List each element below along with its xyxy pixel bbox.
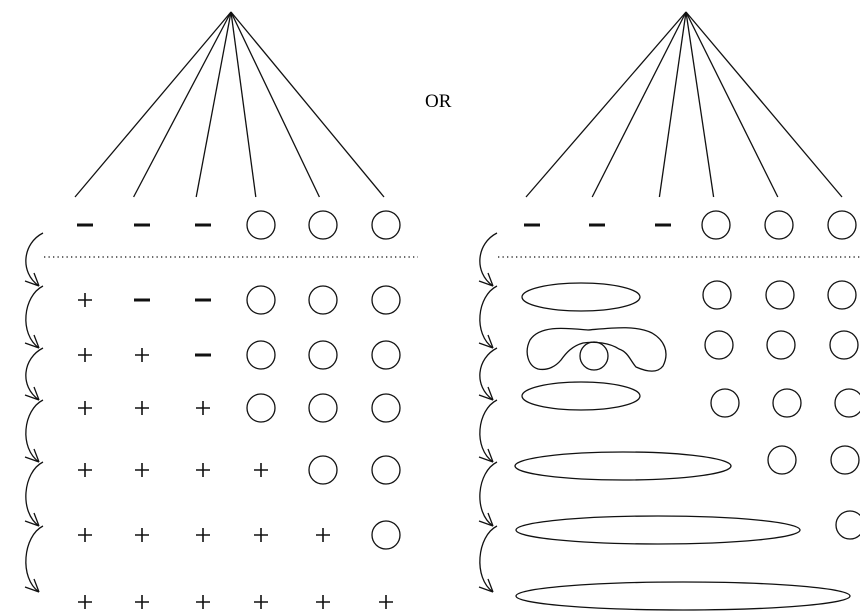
circle-node (834, 388, 860, 418)
plus-sign (316, 528, 330, 542)
curved-arrow (25, 232, 44, 287)
tree-edge (685, 11, 715, 198)
merged-ellipse (521, 282, 641, 312)
enclosed-circle (579, 341, 609, 371)
plus-sign (78, 348, 92, 362)
merged-ellipse (515, 581, 851, 611)
circle-node (766, 330, 796, 360)
tree-edge (685, 11, 779, 198)
plus-sign (196, 528, 210, 542)
circle-node (371, 393, 401, 423)
circle-node (704, 330, 734, 360)
circle-node (246, 393, 276, 423)
circle-node (827, 210, 857, 240)
curved-arrow (25, 525, 44, 593)
tree-edge (685, 11, 843, 198)
circle-node (835, 510, 860, 540)
arrow-head (24, 512, 40, 527)
merged-ellipse (514, 451, 732, 481)
arrow-head (478, 512, 494, 527)
tree-edge (74, 11, 232, 198)
circle-node (702, 280, 732, 310)
tree-edge (133, 11, 232, 198)
plus-sign (135, 528, 149, 542)
circle-node (246, 210, 276, 240)
plus-sign (78, 401, 92, 415)
circle-node (764, 210, 794, 240)
curved-arrow (479, 399, 498, 463)
circle-node (765, 280, 795, 310)
merged-ellipse (515, 515, 801, 545)
left-panel (24, 11, 418, 609)
tree-edge (230, 11, 385, 198)
plus-sign (78, 528, 92, 542)
arrow-head (24, 272, 40, 287)
plus-sign (196, 401, 210, 415)
circle-node (827, 280, 857, 310)
circle-node (829, 330, 859, 360)
or-label: OR (425, 91, 452, 112)
circle-node (371, 340, 401, 370)
circle-node (246, 285, 276, 315)
plus-sign (196, 463, 210, 477)
circle-node (308, 393, 338, 423)
plus-sign (78, 595, 92, 609)
plus-sign (379, 595, 393, 609)
arrow-head (24, 578, 40, 593)
curved-arrow (479, 461, 498, 527)
tree-edge (195, 11, 232, 198)
arrow-head (478, 386, 494, 401)
tree-edge (591, 11, 687, 198)
tree-edge (525, 11, 687, 198)
tree-edge (658, 11, 687, 198)
circle-node (308, 340, 338, 370)
merged-ellipse (521, 381, 641, 411)
arrow-head (24, 448, 40, 463)
curved-arrow (479, 285, 498, 349)
plus-sign (78, 293, 92, 307)
circle-node (246, 340, 276, 370)
irregular-cluster (526, 327, 667, 372)
circle-node (308, 455, 338, 485)
plus-sign (135, 463, 149, 477)
arrow-head (24, 334, 40, 349)
curved-arrow (25, 285, 44, 349)
curved-arrow (479, 525, 498, 593)
right-panel (478, 11, 860, 611)
circle-node (371, 455, 401, 485)
circle-node (710, 388, 740, 418)
plus-sign (196, 595, 210, 609)
plus-sign (135, 595, 149, 609)
circle-node (772, 388, 802, 418)
tree-edge (230, 11, 320, 198)
plus-sign (254, 463, 268, 477)
plus-sign (135, 401, 149, 415)
plus-sign (316, 595, 330, 609)
arrow-head (478, 272, 494, 287)
circle-node (308, 210, 338, 240)
arrow-head (478, 578, 494, 593)
plus-sign (78, 463, 92, 477)
circle-node (371, 285, 401, 315)
plus-sign (135, 348, 149, 362)
curved-arrow (479, 347, 498, 401)
circle-node (767, 445, 797, 475)
arrow-head (24, 386, 40, 401)
plus-sign (254, 528, 268, 542)
circle-node (701, 210, 731, 240)
circle-node (830, 445, 860, 475)
circle-node (371, 520, 401, 550)
curved-arrow (25, 399, 44, 463)
tree-edge (230, 11, 257, 198)
arrow-head (478, 334, 494, 349)
curved-arrow (479, 232, 498, 287)
plus-sign (254, 595, 268, 609)
curved-arrow (25, 347, 44, 401)
circle-node (308, 285, 338, 315)
arrow-head (478, 448, 494, 463)
curved-arrow (25, 461, 44, 527)
circle-node (371, 210, 401, 240)
